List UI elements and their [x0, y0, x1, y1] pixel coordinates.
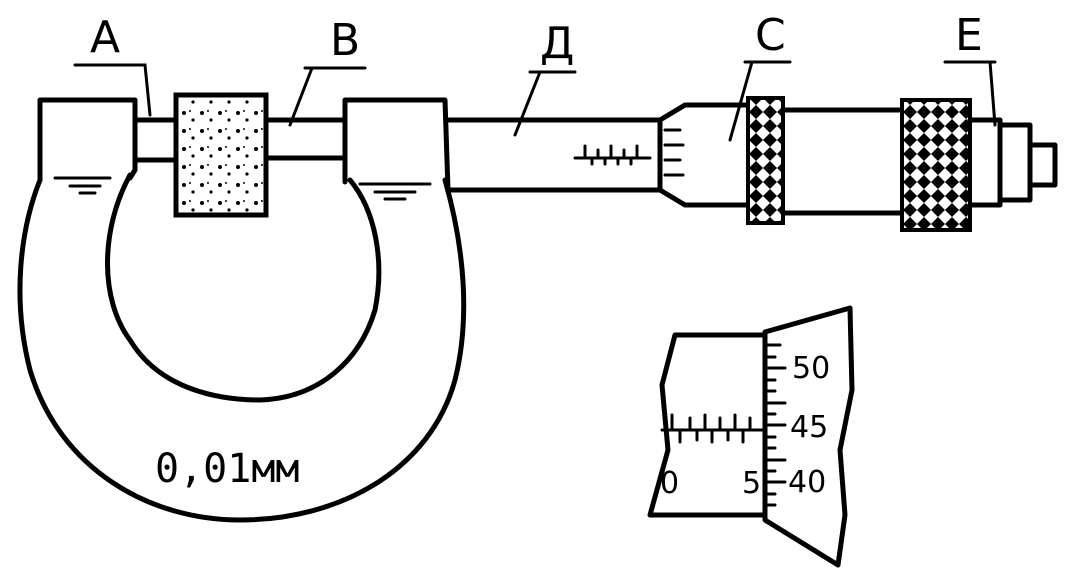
spindle	[263, 117, 348, 161]
thimble-mark-50: 50	[792, 351, 830, 386]
sleeve-mark-0: 0	[660, 466, 679, 501]
sleeve	[445, 117, 663, 193]
ratchet	[967, 117, 1058, 208]
precision-label: 0,01мм	[155, 446, 300, 492]
label-e: E	[955, 10, 983, 61]
thimble-mark-45: 45	[790, 410, 828, 445]
thimble	[657, 96, 972, 232]
thimble-mark-40: 40	[788, 465, 826, 500]
scale-detail	[647, 305, 855, 568]
label-a: A	[90, 12, 120, 63]
anvil	[132, 117, 178, 163]
label-b: B	[330, 15, 360, 66]
label-leaders	[73, 60, 997, 142]
sleeve-mark-5: 5	[742, 466, 761, 501]
label-c: C	[755, 10, 786, 61]
label-d: Д	[540, 18, 574, 69]
workpiece	[173, 92, 269, 218]
micrometer-frame	[17, 97, 467, 523]
